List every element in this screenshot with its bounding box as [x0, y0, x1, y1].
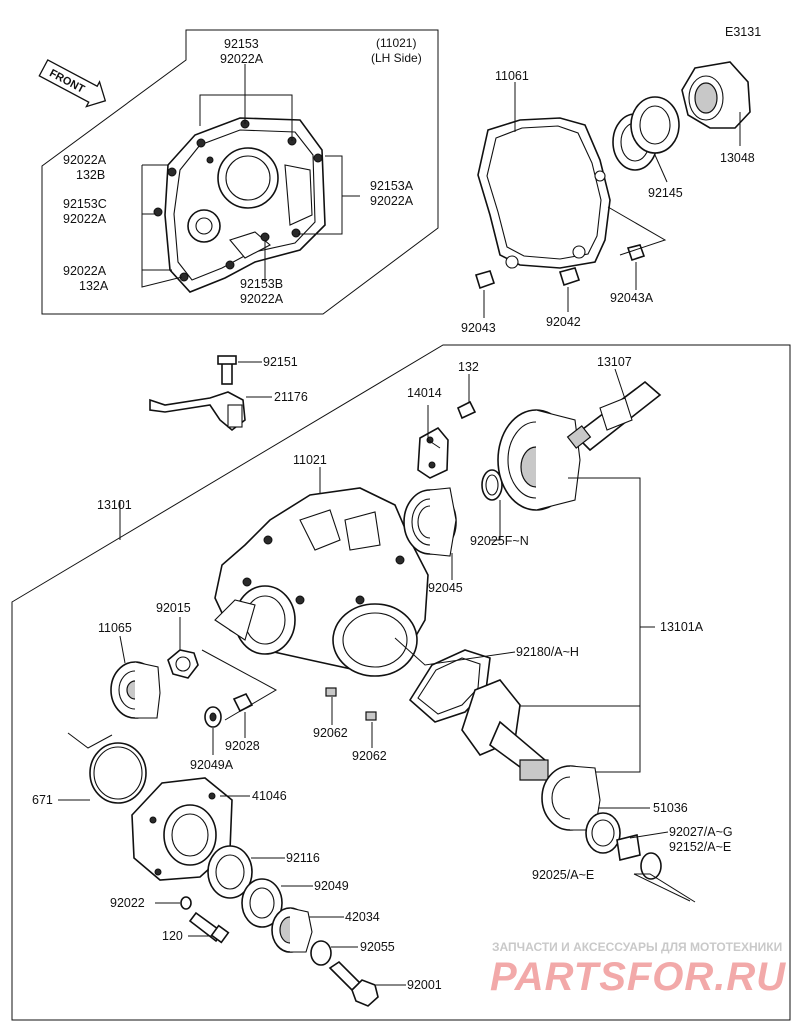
- label-92028: 92028: [225, 739, 260, 753]
- label-92116: 92116: [286, 851, 320, 865]
- leader-92027: [629, 831, 669, 839]
- inset-part-label: (11021): [376, 36, 416, 50]
- label-92001: 92001: [407, 978, 442, 992]
- label-92022A-l1: 92022A: [63, 153, 107, 167]
- inset-frame: [41, 29, 439, 315]
- spacer-92028: [232, 692, 254, 713]
- housing-13048: [681, 61, 751, 129]
- bracket-14014: [417, 400, 477, 479]
- leader-92180: [394, 637, 516, 666]
- seal-92049: [241, 878, 283, 928]
- label-92025FN: 92025F~N: [470, 534, 529, 548]
- gasket-11061: [477, 117, 611, 269]
- label-11061: 11061: [495, 69, 529, 83]
- sensor-21176: [149, 355, 246, 432]
- leader-92028-group: [201, 649, 278, 721]
- label-92043A: 92043A: [610, 291, 654, 305]
- label-92153B: 92153B: [240, 277, 283, 291]
- nut-92015: [167, 649, 199, 679]
- ring-gear: [497, 409, 581, 511]
- leader-11065: [119, 635, 126, 664]
- label-41046: 41046: [252, 789, 287, 803]
- label-92049: 92049: [314, 879, 349, 893]
- main-frame: [11, 344, 791, 1021]
- washer-92049A: [204, 706, 222, 728]
- label-92042: 92042: [546, 315, 581, 329]
- label-21176: 21176: [274, 390, 308, 404]
- label-13101A: 13101A: [660, 620, 704, 634]
- label-42034: 42034: [345, 910, 380, 924]
- label-92022A-l3: 92022A: [63, 264, 107, 278]
- label-120: 120: [162, 929, 183, 943]
- leader-92145: [654, 154, 668, 183]
- label-92022A-r1: 92022A: [370, 194, 414, 208]
- front-arrow-icon: FRONT: [38, 59, 107, 108]
- label-92152: 92152/A~E: [669, 840, 731, 854]
- label-92153C: 92153C: [63, 197, 107, 211]
- label-51036: 51036: [653, 801, 688, 815]
- label-11021: 11021: [293, 453, 327, 467]
- label-671: 671: [32, 793, 53, 807]
- label-14014: 14014: [407, 386, 442, 400]
- label-92062b: 92062: [352, 749, 387, 763]
- label-13048: 13048: [720, 151, 755, 165]
- inset-leaders: [141, 64, 360, 288]
- label-92055: 92055: [360, 940, 395, 954]
- label-92022A-top: 92022A: [220, 52, 264, 66]
- gear-housing-13101: [214, 487, 429, 677]
- label-92145: 92145: [648, 186, 683, 200]
- coupling-42034: [271, 907, 313, 953]
- seal-92145: [612, 96, 680, 171]
- bearing-51036: [541, 765, 601, 831]
- bolt-120: [188, 911, 230, 944]
- watermark-tagline: ЗАПЧАСТИ И АКСЕССУАРЫ ДЛЯ МОТОТЕХНИКИ: [492, 940, 782, 954]
- label-92153A: 92153A: [370, 179, 414, 193]
- label-92015: 92015: [156, 601, 191, 615]
- leader-13101A: [568, 477, 641, 773]
- output-housing-41046: [131, 777, 233, 881]
- bolt-92001: [328, 960, 379, 1007]
- label-92022: 92022: [110, 896, 145, 910]
- leader-92025AE: [634, 873, 696, 903]
- label-92022A-b: 92022A: [240, 292, 284, 306]
- lh-side-cover: [153, 117, 326, 293]
- leader-14014: [427, 405, 441, 449]
- label-132: 132: [458, 360, 479, 374]
- label-92043: 92043: [461, 321, 496, 335]
- bearing-92116: [207, 845, 253, 899]
- bevel-pinion: [461, 679, 549, 781]
- label-11065: 11065: [98, 621, 132, 635]
- label-92022A-l2: 92022A: [63, 212, 107, 226]
- label-13101: 13101: [97, 498, 132, 512]
- label-13107: 13107: [597, 355, 632, 369]
- label-92062a: 92062: [313, 726, 348, 740]
- label-92027: 92027/A~G: [669, 825, 733, 839]
- leader-92025FN: [490, 500, 501, 541]
- bolts-92062: [325, 687, 377, 721]
- label-92049A: 92049A: [190, 758, 234, 772]
- label-132A: 132A: [79, 279, 109, 293]
- leader-92043A: [607, 206, 667, 256]
- inset-side-label: (LH Side): [371, 51, 422, 65]
- shim-92025FN: [481, 469, 503, 501]
- label-92153-top: 92153: [224, 37, 259, 51]
- leader-671-v: [67, 732, 113, 749]
- shim-92027: [585, 812, 641, 861]
- o-ring-92055: [310, 940, 332, 966]
- label-92180: 92180/A~H: [516, 645, 579, 659]
- label-92045: 92045: [428, 581, 463, 595]
- seal-11065: [110, 661, 161, 719]
- label-132B: 132B: [76, 168, 105, 182]
- bearing-92045: [403, 487, 457, 557]
- diagram-code: E3131: [725, 25, 761, 39]
- watermark-brand: PARTSFOR.RU: [490, 955, 786, 999]
- label-92151: 92151: [263, 355, 298, 369]
- label-92025AE: 92025/A~E: [532, 868, 594, 882]
- washer-92022: [180, 896, 192, 910]
- shaft-13107: [566, 380, 662, 452]
- circlip-92025AE: [640, 852, 662, 880]
- leader-13107: [614, 368, 626, 400]
